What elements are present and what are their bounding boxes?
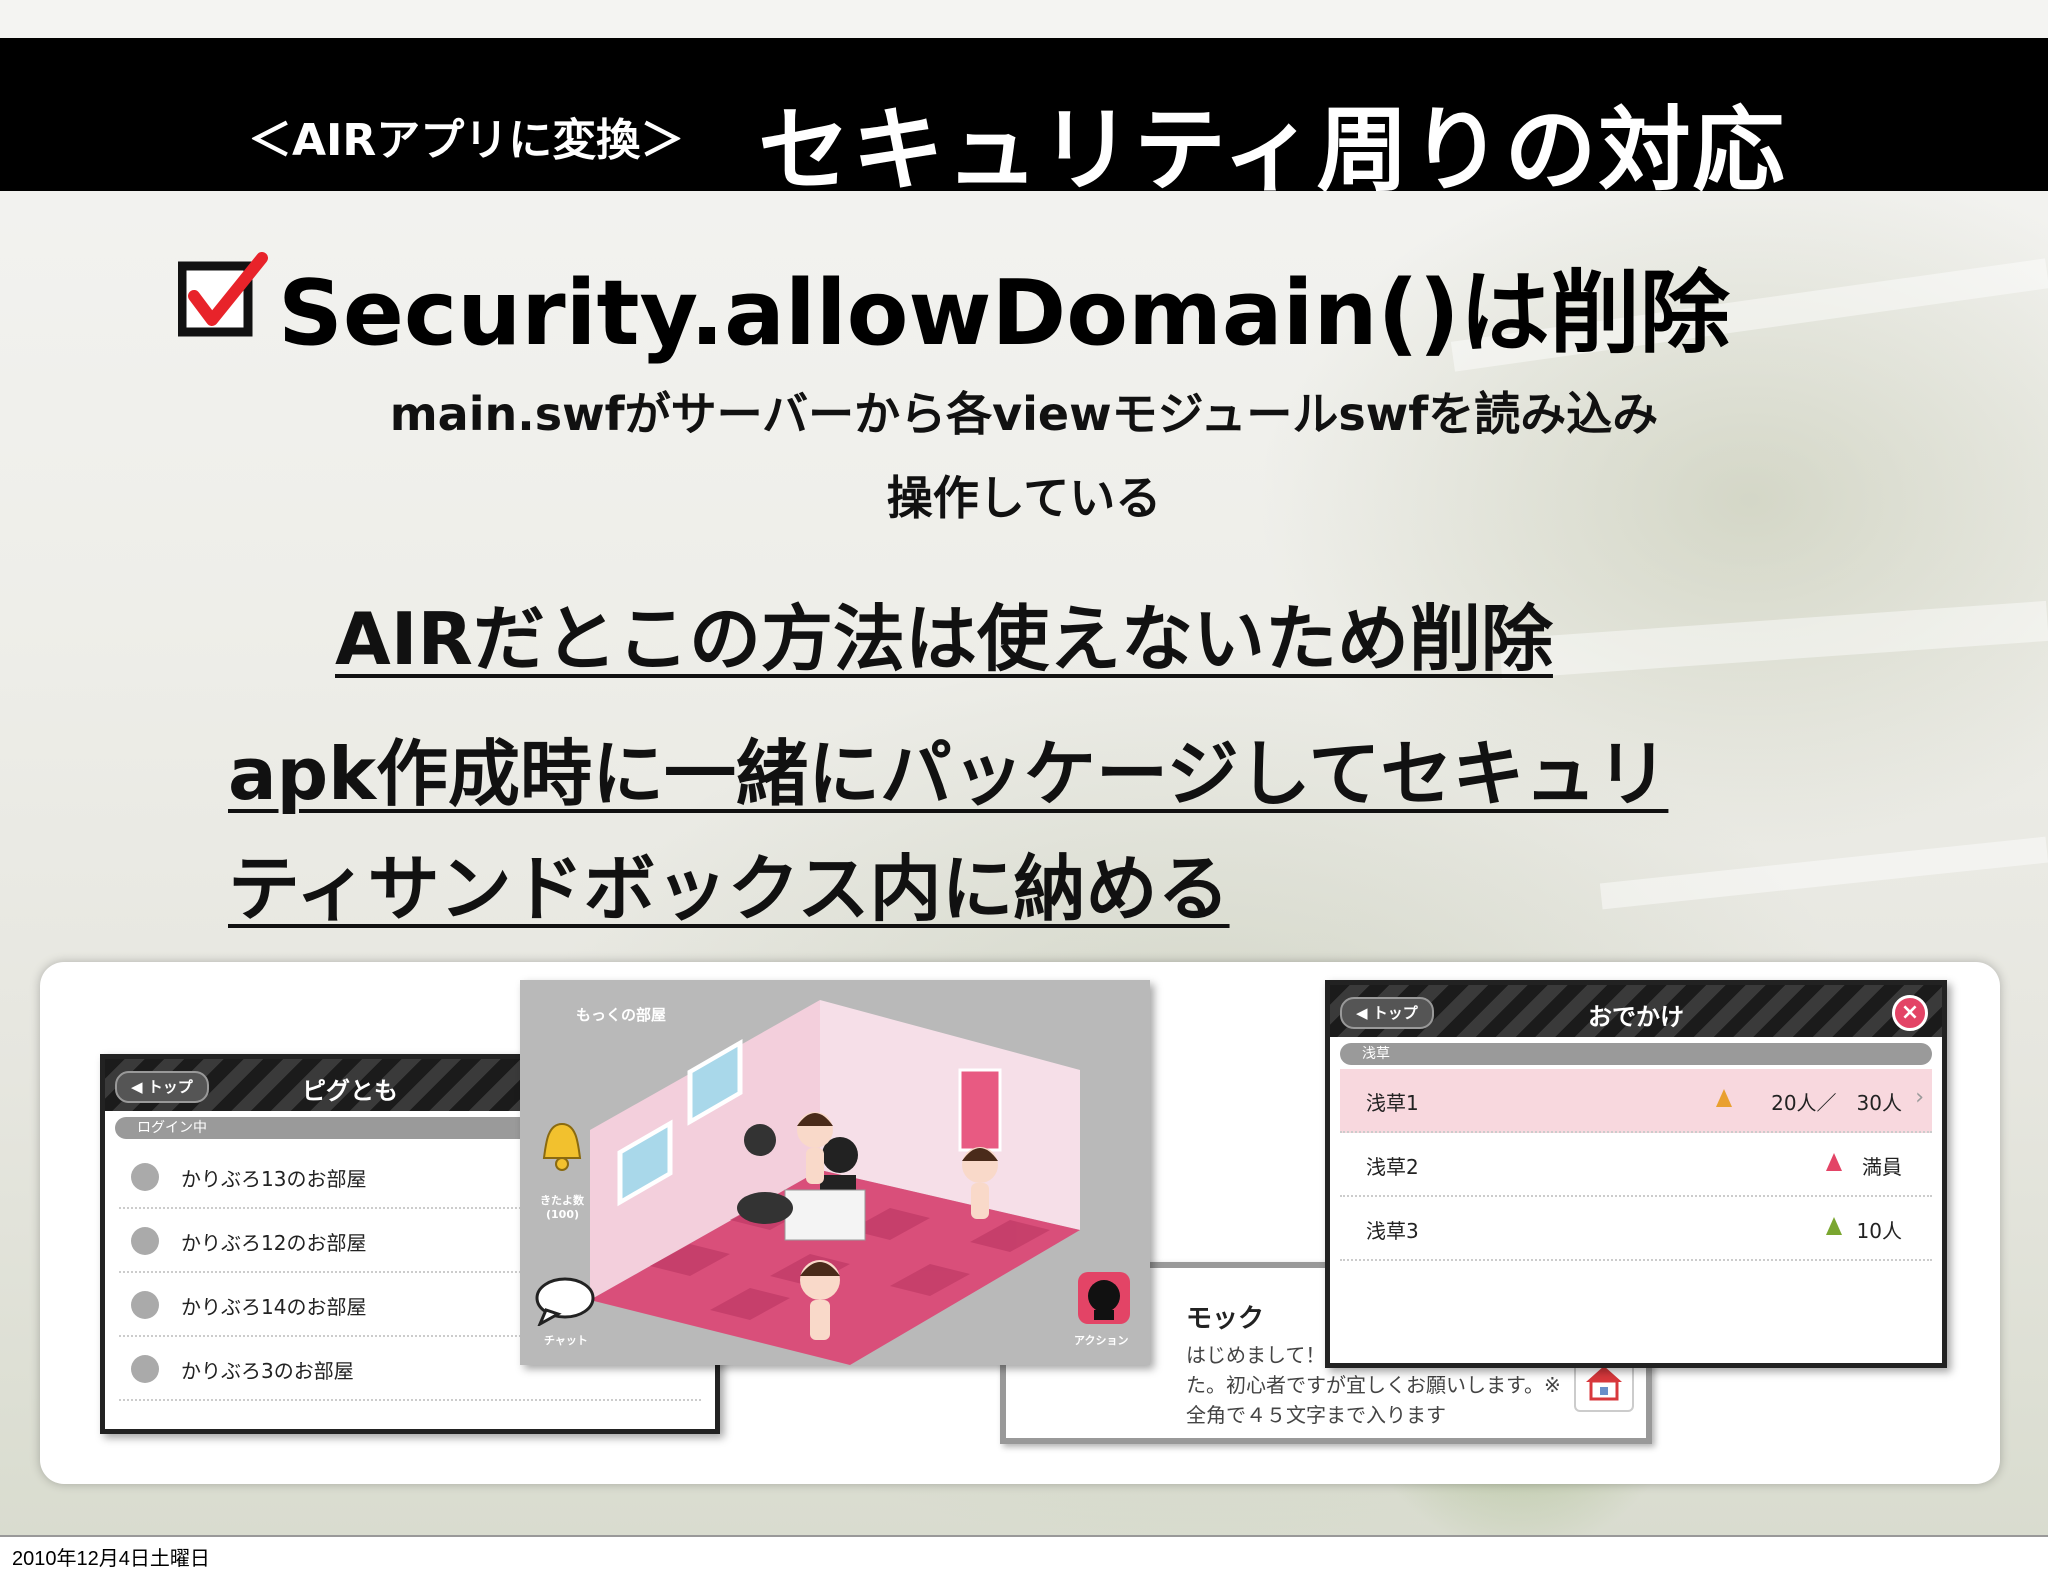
title-prefix: ＜AIRアプリに変換＞ bbox=[248, 115, 685, 166]
description-line-2: 操作している bbox=[886, 471, 1162, 525]
area-name: 浅草3 bbox=[1366, 1219, 1419, 1243]
area-capacity: 20人／ 30人 bbox=[1771, 1091, 1902, 1115]
point-package-line-1: apk作成時に一緒にパッケージしてセキュリ bbox=[228, 732, 1669, 816]
app-screenshots-panel: ◀ トップ ピグとも ログイン中 かりぶろ13のお部屋 かりぶろ12のお部屋 か… bbox=[40, 962, 2000, 1484]
point-air-removal: AIRだとこの方法は使えないため削除 bbox=[335, 597, 1553, 681]
bell-count: (100) bbox=[546, 1208, 580, 1221]
area-name: 浅草1 bbox=[1366, 1091, 1419, 1115]
bell-icon[interactable] bbox=[538, 1120, 586, 1172]
page-title: セキュリティ周りの対応 bbox=[758, 97, 1787, 204]
checkbox-checked-icon bbox=[178, 252, 268, 337]
status-dot-icon bbox=[131, 1227, 159, 1255]
back-button[interactable]: ◀ トップ bbox=[1340, 997, 1434, 1029]
footer-divider bbox=[0, 1535, 2048, 1537]
back-button[interactable]: ◀ トップ bbox=[115, 1071, 209, 1103]
room-screen: もっくの部屋 きたよ数 (100) チャット アクション bbox=[520, 980, 1150, 1365]
room-illustration bbox=[590, 1000, 1080, 1365]
list-item[interactable]: かりぶろ13のお部屋 bbox=[119, 1145, 701, 1209]
status-dot-icon bbox=[131, 1163, 159, 1191]
back-label: トップ bbox=[147, 1078, 193, 1096]
section-bar: 浅草 bbox=[1340, 1043, 1932, 1065]
list-item[interactable]: かりぶろ3のお部屋 bbox=[119, 1337, 701, 1401]
screen-title: おでかけ bbox=[1588, 1003, 1684, 1031]
chat-bubble-icon[interactable] bbox=[534, 1276, 596, 1326]
status-dot-icon bbox=[131, 1291, 159, 1319]
room-name: もっくの部屋 bbox=[576, 1006, 667, 1024]
chat-label: チャット bbox=[544, 1334, 588, 1347]
footer-date: 2010年12月4日土曜日 bbox=[12, 1548, 210, 1570]
list-item[interactable]: かりぶろ14のお部屋 bbox=[119, 1273, 701, 1337]
list-item-label: かりぶろ12のお部屋 bbox=[181, 1231, 367, 1255]
list-item[interactable]: 浅草2 満員 bbox=[1340, 1133, 1932, 1197]
back-label: トップ bbox=[1372, 1004, 1418, 1022]
avatar bbox=[962, 1147, 998, 1219]
description-line-1: main.swfがサーバーから各viewモジュールswfを読み込み bbox=[389, 387, 1659, 441]
background-streak bbox=[1499, 600, 2048, 680]
crowd-marker-icon bbox=[1826, 1153, 1842, 1171]
status-dot-icon bbox=[131, 1355, 159, 1383]
action-icon[interactable] bbox=[1076, 1270, 1132, 1326]
heading-text: Security.allowDomain()は削除 bbox=[278, 261, 1730, 366]
close-icon[interactable]: × bbox=[1892, 995, 1928, 1031]
list-item[interactable]: 浅草3 10人 bbox=[1340, 1197, 1932, 1261]
pigtomo-list-screen: ◀ トップ ピグとも ログイン中 かりぶろ13のお部屋 かりぶろ12のお部屋 か… bbox=[100, 1054, 720, 1434]
screen-header: ◀ トップ おでかけ × bbox=[1330, 985, 1942, 1037]
crowd-marker-icon bbox=[1826, 1217, 1842, 1235]
profile-name: モック bbox=[1186, 1304, 1265, 1334]
screen-title: ピグとも bbox=[302, 1077, 398, 1105]
avatar bbox=[797, 1112, 833, 1184]
bell-label: きたよ数 bbox=[540, 1194, 584, 1207]
list-item-label: かりぶろ14のお部屋 bbox=[181, 1295, 367, 1319]
list-item[interactable]: 浅草1 20人／ 30人 › bbox=[1340, 1069, 1932, 1133]
crowd-marker-icon bbox=[1716, 1089, 1732, 1107]
area-capacity: 10人 bbox=[1856, 1219, 1902, 1243]
background-streak bbox=[1599, 836, 2048, 910]
area-capacity: 満員 bbox=[1862, 1155, 1902, 1179]
area-name: 浅草2 bbox=[1366, 1155, 1419, 1179]
chevron-right-icon: › bbox=[1915, 1085, 1924, 1110]
avatar bbox=[800, 1260, 840, 1340]
action-label: アクション bbox=[1074, 1334, 1129, 1347]
list-item-label: かりぶろ13のお部屋 bbox=[181, 1167, 367, 1191]
title-bar: ＜AIRアプリに変換＞ セキュリティ周りの対応 bbox=[0, 38, 2048, 204]
list-item[interactable]: かりぶろ12のお部屋 bbox=[119, 1209, 701, 1273]
slide: ＜AIRアプリに変換＞ セキュリティ周りの対応 Security.allowDo… bbox=[0, 0, 2048, 1535]
odekake-screen: ◀ トップ おでかけ × 浅草 浅草1 20人／ 30人 › 浅草2 満員 浅草… bbox=[1325, 980, 1947, 1368]
point-package-line-2: ティサンドボックス内に納める bbox=[228, 847, 1230, 931]
list-item-label: かりぶろ3のお部屋 bbox=[181, 1359, 354, 1383]
